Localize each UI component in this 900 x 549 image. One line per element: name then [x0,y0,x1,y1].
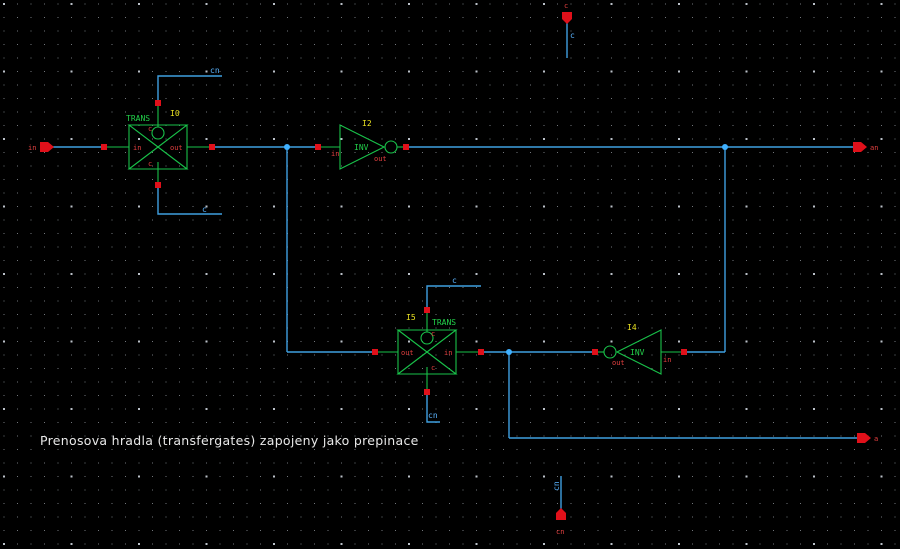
pin-label-in: in [663,356,671,364]
port-label: cn [556,528,564,536]
inv-bubble [384,140,398,154]
pin-label-c: c [431,364,435,372]
pin-marker[interactable] [681,349,687,355]
port-arrow-icon [853,142,867,152]
instance-name: I4 [627,323,637,332]
pin-marker[interactable] [424,389,430,395]
junction-dot [284,144,290,150]
inverter-i2[interactable]: INV I2 in out [315,119,409,170]
pin-marker[interactable] [403,144,409,150]
pin-marker[interactable] [478,349,484,355]
pin-marker[interactable] [209,144,215,150]
transmission-gate-i5[interactable]: TRANS I5 out in c c [372,307,484,395]
pin-label-out: out [401,349,414,357]
pin-marker[interactable] [315,144,321,150]
pin-marker[interactable] [424,307,430,313]
inverter-i4[interactable]: INV I4 in out [592,323,687,375]
net-label-cn: cn [428,411,438,420]
wires [52,22,858,512]
port-arrow-icon [556,508,566,520]
transmission-gate-i0[interactable]: TRANS I0 in out c c [101,100,215,188]
net-label-c: c [570,31,575,40]
net-label-c: c [452,276,457,285]
net-label-cn: cn [552,481,561,491]
inv-bubble [603,345,617,359]
pin-marker[interactable] [592,349,598,355]
port-c[interactable]: c [562,2,572,24]
port-cn[interactable]: cn [556,508,566,536]
pin-label-in: in [133,144,141,152]
cell-name: TRANS [126,114,150,123]
wire-i0-cn[interactable] [157,75,222,103]
cell-name: TRANS [432,318,456,327]
wire-i5-cn[interactable] [426,392,440,423]
port-label: a [874,435,878,443]
junction-dot [722,144,728,150]
pin-marker[interactable] [155,182,161,188]
pin-label-out: out [612,359,625,367]
port-label: c [564,2,568,10]
pin-marker[interactable] [155,100,161,106]
cell-name: INV [630,348,645,357]
port-in[interactable]: in [28,142,54,152]
net-label-cn: cn [210,66,220,75]
instance-name: I5 [406,313,416,322]
instance-name: I0 [170,109,180,118]
port-an[interactable]: an [853,142,878,152]
pin-label-in: in [444,349,452,357]
port-arrow-icon [857,433,871,443]
wire-i5-c[interactable] [426,285,481,310]
pin-label-c: c [148,160,152,168]
pin-label-c: c [148,125,152,133]
port-label: in [28,144,36,152]
pin-label-out: out [170,144,183,152]
port-a[interactable]: a [857,433,878,443]
net-label-c: c [202,205,207,214]
cell-name: INV [354,143,369,152]
pin-marker[interactable] [372,349,378,355]
pin-marker[interactable] [101,144,107,150]
pin-label-out: out [374,155,387,163]
junctions [284,144,728,355]
junction-dot [506,349,512,355]
port-label: an [870,144,878,152]
instance-name: I2 [362,119,372,128]
tgate-bubble [151,126,165,140]
wire-i0-c[interactable] [157,185,222,215]
port-arrow-icon [562,12,572,24]
pin-label-c: c [431,330,435,338]
port-arrow-icon [40,142,54,152]
pin-label-in: in [331,150,339,158]
schematic-annotation: Prenosova hradla (transfergates) zapojen… [40,433,419,448]
grid-dots [3,3,896,545]
